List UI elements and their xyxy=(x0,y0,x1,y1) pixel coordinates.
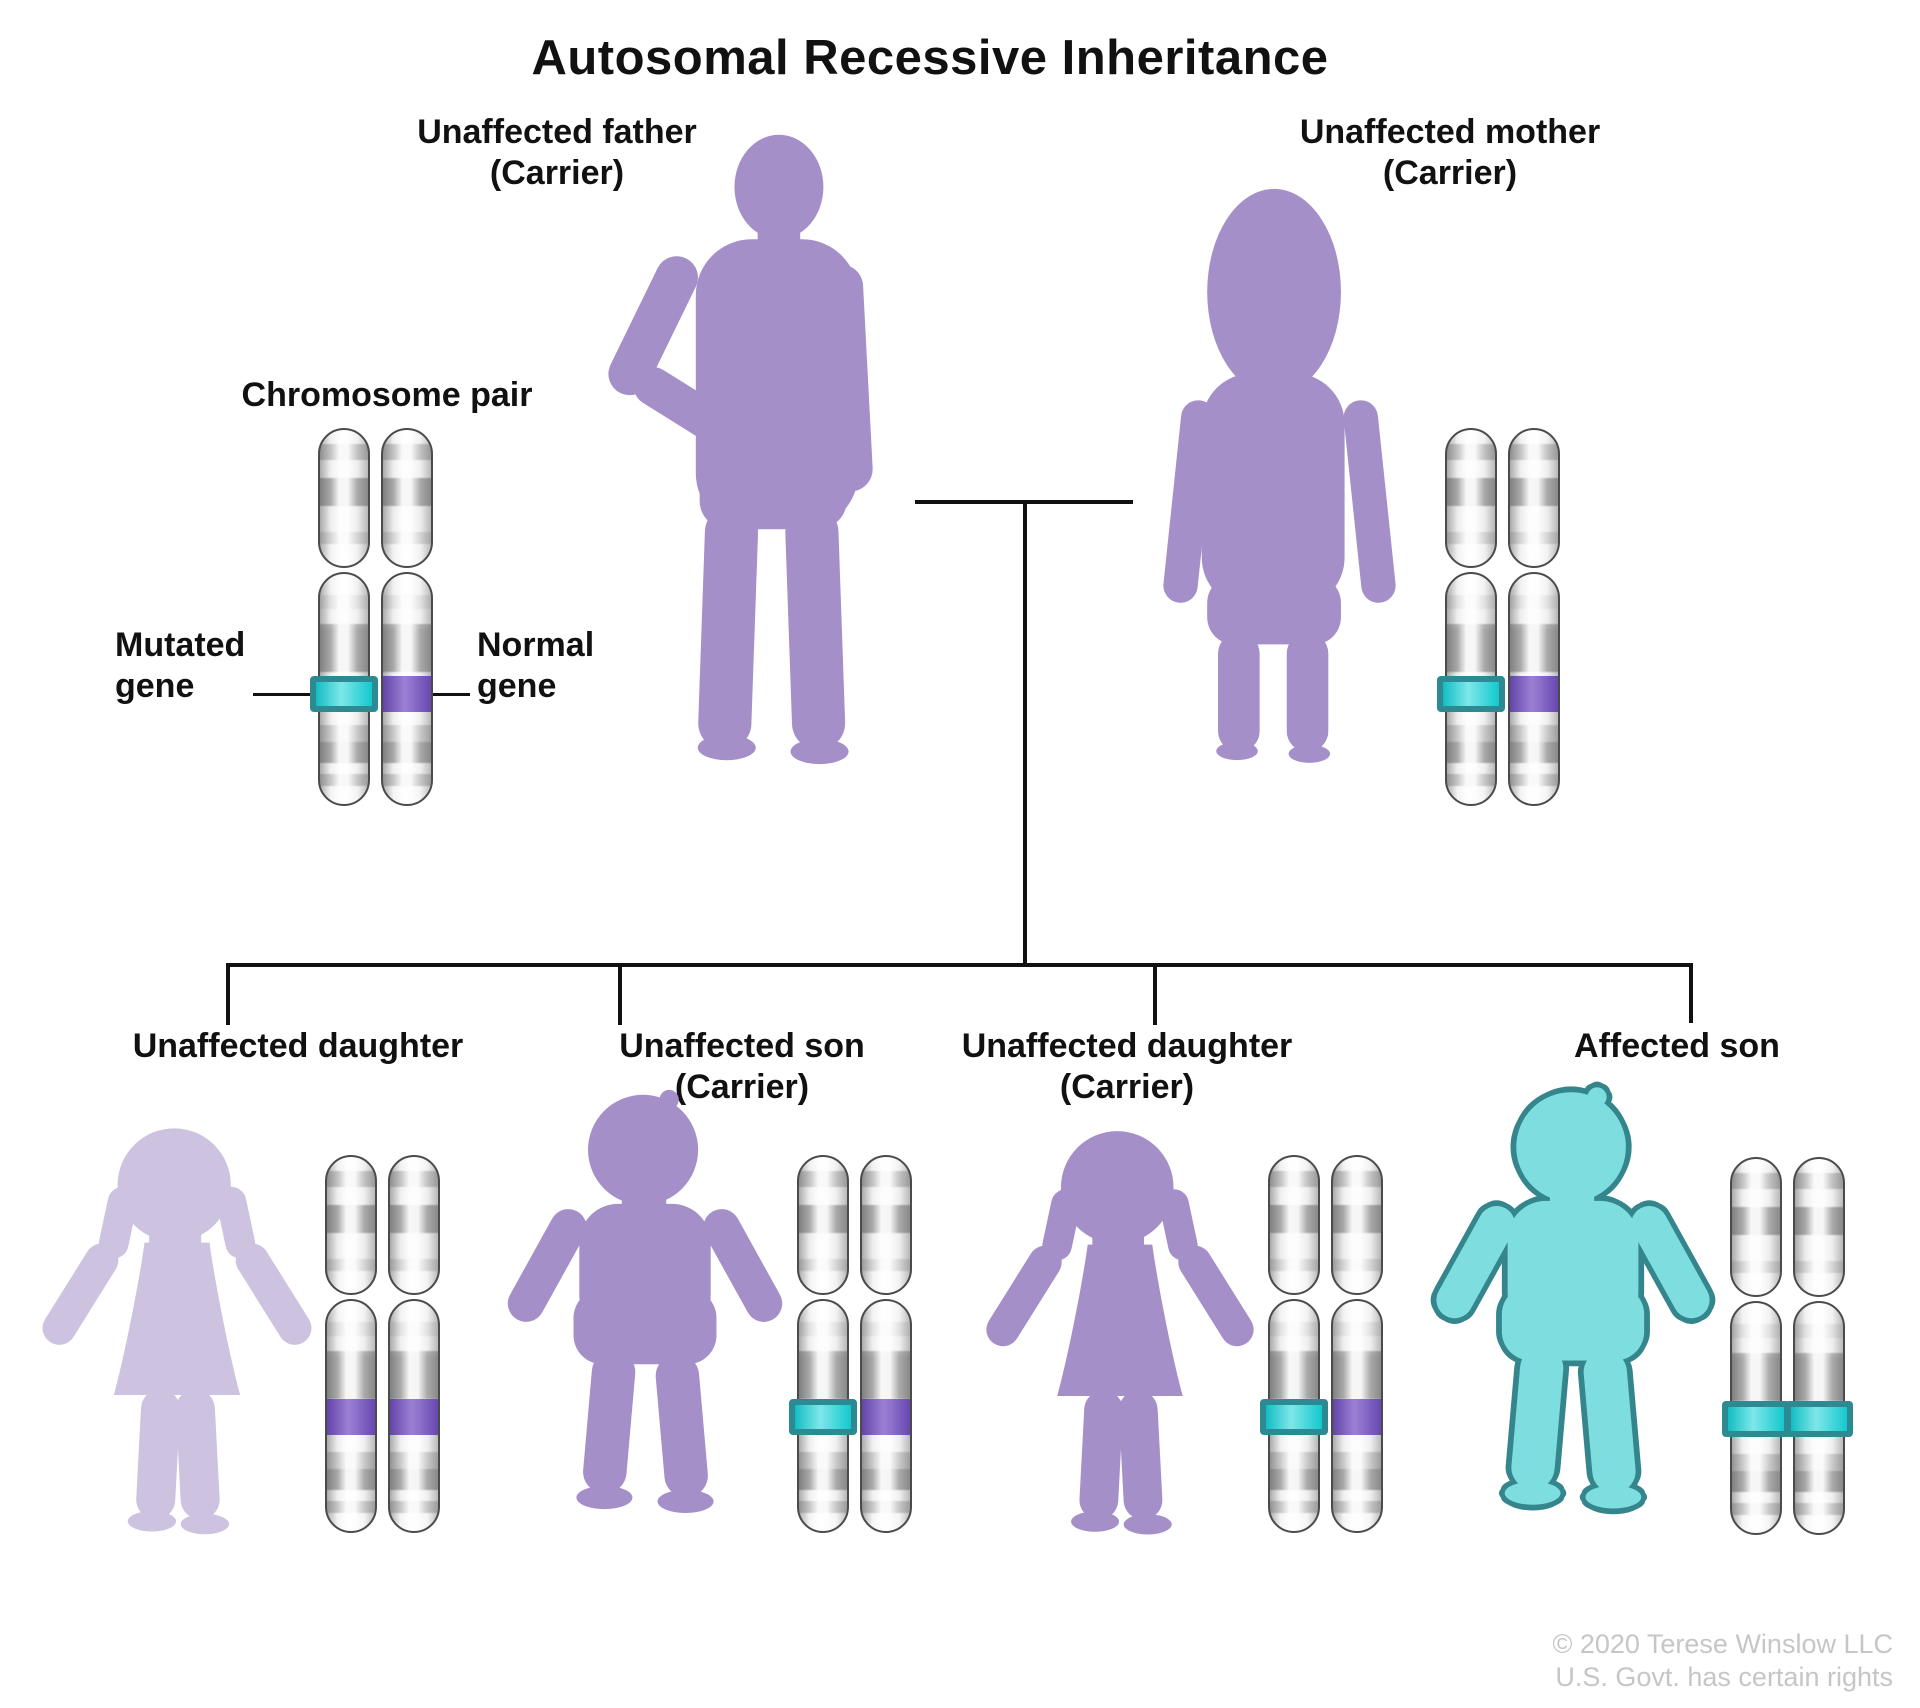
child-4-silhouette-affected-son xyxy=(1424,1081,1722,1515)
child-1-silhouette-unaffected-daughter xyxy=(36,1128,318,1535)
father-chromosome-normal xyxy=(381,428,433,806)
parents-descent-stem xyxy=(1023,500,1027,965)
child-4-label-line1: Affected son xyxy=(1574,1027,1780,1065)
page-title: Autosomal Recessive Inheritance xyxy=(531,31,1329,85)
normal-gene-label: Normal gene xyxy=(477,625,594,707)
child-1-drop-line xyxy=(226,963,230,1025)
father-label-line1: Unaffected father xyxy=(417,113,697,151)
children-rail-line xyxy=(226,963,1693,967)
child-3-chromosome-pair xyxy=(1260,1155,1383,1533)
father-chromosome-pair xyxy=(310,428,433,806)
child-2-gene-band-1 xyxy=(789,1399,857,1435)
child-2-label-line2: (Carrier) xyxy=(674,1068,810,1106)
child-1-gene-band-1 xyxy=(327,1399,375,1435)
child-2-label: Unaffected son (Carrier) xyxy=(542,1026,942,1108)
mother-chromosome-pair xyxy=(1437,428,1560,806)
child-2-label-line1: Unaffected son xyxy=(619,1027,865,1065)
normal-gene-label-line2: gene xyxy=(477,667,557,705)
mutated-gene-label: Mutated gene xyxy=(115,625,245,707)
mutated-gene-leader-line xyxy=(253,693,337,696)
child-2-gene-band-2 xyxy=(862,1399,910,1435)
child-4-drop-line xyxy=(1689,963,1693,1023)
child-3-label-line2: (Carrier) xyxy=(1059,1068,1195,1106)
child-2-chromosome-pair xyxy=(789,1155,912,1533)
child-3-gene-band-2 xyxy=(1333,1399,1381,1435)
child-2-chromosome-b xyxy=(860,1155,912,1533)
mother-chromosome-normal xyxy=(1508,428,1560,806)
father-label: Unaffected father (Carrier) xyxy=(380,112,734,194)
mother-gene-band-1 xyxy=(1437,676,1505,712)
mother-label-line1: Unaffected mother xyxy=(1299,113,1601,151)
child-3-chromosome-b xyxy=(1331,1155,1383,1533)
child-2-chromosome-a xyxy=(789,1155,857,1533)
mutated-gene-label-line1: Mutated xyxy=(115,626,246,664)
child-1-label-line1: Unaffected daughter xyxy=(132,1027,464,1065)
child-1-chromosome-pair xyxy=(325,1155,440,1533)
chromosome-pair-label: Chromosome pair xyxy=(241,376,533,414)
normal-gene-leader-line xyxy=(424,693,470,696)
child-1-gene-band-2 xyxy=(390,1399,438,1435)
child-2-silhouette-unaffected-son xyxy=(501,1089,789,1513)
child-3-chromosome-a xyxy=(1260,1155,1328,1533)
child-1-chromosome-b xyxy=(388,1155,440,1533)
father-label-line2: (Carrier) xyxy=(489,154,625,192)
father-silhouette xyxy=(601,134,874,765)
child-3-gene-band-1 xyxy=(1260,1399,1328,1435)
child-4-chromosome-b xyxy=(1785,1157,1853,1535)
child-4-chromosome-a xyxy=(1722,1157,1790,1535)
mother-silhouette xyxy=(1161,188,1398,763)
child-4-chromosome-pair xyxy=(1722,1157,1853,1535)
copyright-line1: © 2020 Terese Winslow LLC xyxy=(1552,1629,1893,1659)
child-4-gene-band-1 xyxy=(1722,1401,1790,1437)
mutated-gene-label-line2: gene xyxy=(115,667,195,705)
child-1-chromosome-a xyxy=(325,1155,377,1533)
child-2-drop-line xyxy=(618,963,622,1025)
mother-gene-band-2 xyxy=(1510,676,1558,712)
child-4-label: Affected son xyxy=(1477,1026,1877,1067)
copyright-notice: © 2020 Terese Winslow LLC U.S. Govt. has… xyxy=(1552,1628,1893,1694)
mother-label: Unaffected mother (Carrier) xyxy=(1270,112,1630,194)
child-3-label: Unaffected daughter (Carrier) xyxy=(927,1026,1327,1108)
mother-label-line2: (Carrier) xyxy=(1382,154,1518,192)
normal-gene-label-line1: Normal xyxy=(477,626,595,664)
child-3-label-line1: Unaffected daughter xyxy=(961,1027,1293,1065)
father-gene-band-1 xyxy=(310,676,378,712)
child-3-silhouette-unaffected-daughter xyxy=(980,1131,1260,1535)
child-4-gene-band-2 xyxy=(1785,1401,1853,1437)
copyright-line2: U.S. Govt. has certain rights xyxy=(1555,1662,1893,1692)
father-gene-band-2 xyxy=(383,676,431,712)
mother-chromosome-mutated xyxy=(1437,428,1505,806)
child-1-label: Unaffected daughter xyxy=(98,1026,498,1067)
child-3-drop-line xyxy=(1153,963,1157,1025)
father-chromosome-mutated xyxy=(310,428,378,806)
